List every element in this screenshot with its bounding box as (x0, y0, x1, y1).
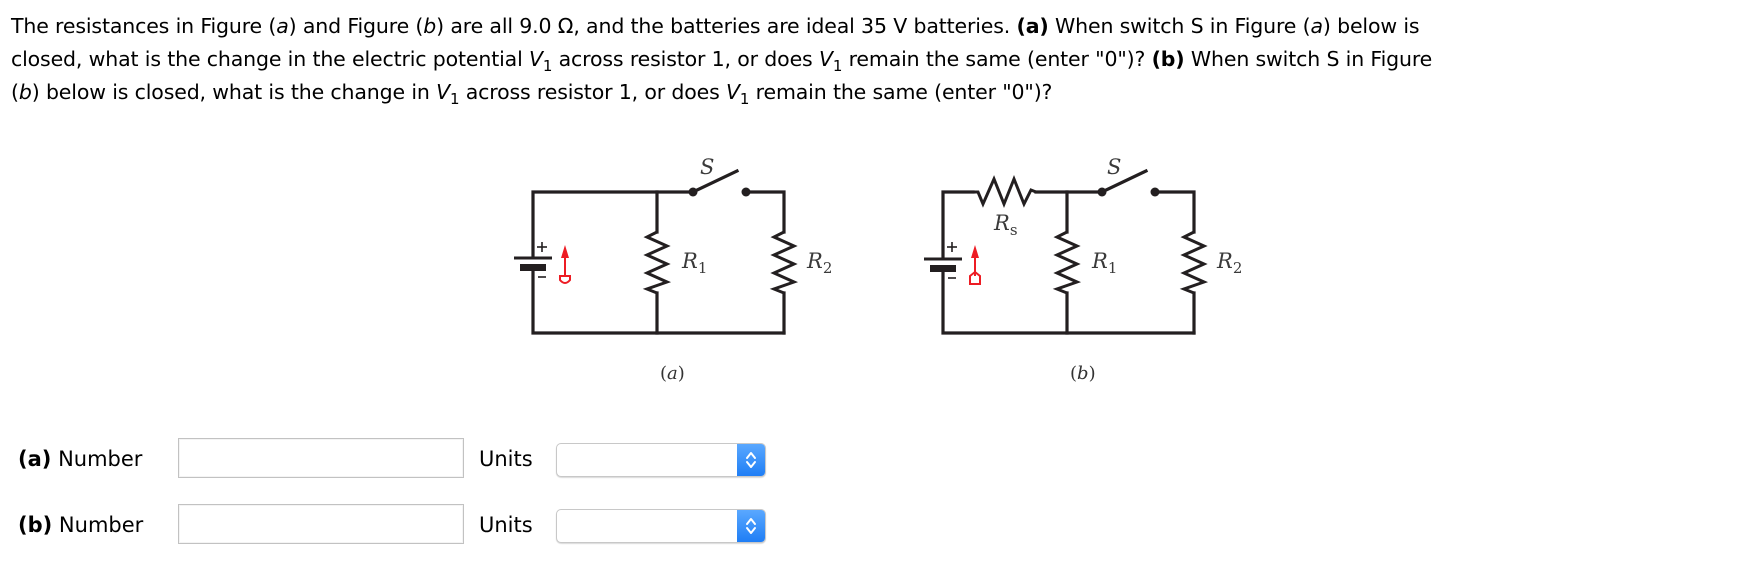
part-b-marker: (b) (1151, 47, 1185, 71)
chevron-up-down-icon[interactable] (737, 444, 765, 476)
r1-a-label: R1 (681, 249, 707, 277)
switch-b-contact-left (1097, 187, 1107, 197)
figure-b: S Rs R1 R2 (b) (924, 155, 1242, 384)
resistor-b-rs (973, 174, 1037, 209)
answer-b-units-select[interactable] (556, 509, 766, 543)
r2-b-label: R2 (1216, 249, 1242, 277)
wire-b-left-top (941, 190, 975, 258)
answer-b-units-label: Units (479, 513, 533, 537)
figure-a: S R1 R2 (a) (514, 155, 832, 384)
wire-b-left-bottom (941, 267, 1196, 335)
answer-b-label: (b) Number (18, 513, 144, 537)
r2-a-label: R2 (806, 249, 832, 277)
resistor-b-r2 (1179, 230, 1209, 295)
wire-a-r2 (744, 190, 786, 335)
answer-b-number-input[interactable] (178, 504, 464, 544)
circuit-figures: S R1 R2 (a) S Rs R1 R (514, 155, 1242, 384)
question-line-3: (b) below is closed, what is the change … (11, 80, 1053, 108)
wire-a-left-bottom (531, 267, 786, 335)
r1-b-label: R1 (1091, 249, 1117, 277)
arrow-up-icon (559, 245, 571, 284)
wire-a-left-top (531, 190, 695, 258)
switch-b-label: S (1107, 155, 1121, 179)
figure-b-caption: (b) (1070, 363, 1096, 384)
figure-a-caption: (a) (660, 363, 685, 384)
battery-a-plate-negative (520, 264, 546, 271)
switch-b-arm (1099, 168, 1149, 195)
part-a-marker: (a) (1016, 14, 1049, 38)
question-text: The resistances in Figure (a) and Figure… (11, 10, 1741, 109)
chevron-up-down-icon[interactable] (737, 510, 765, 542)
answer-a-label: (a) Number (18, 447, 143, 471)
switch-a-label: S (700, 155, 714, 179)
answer-a-units-label: Units (479, 447, 533, 471)
resistor-a-r2 (769, 230, 799, 295)
switch-a-contact-left (688, 187, 698, 197)
battery-b-plate-negative (930, 265, 956, 272)
question-line-2: closed, what is the change in the electr… (11, 47, 1433, 75)
answer-a-units-select[interactable] (556, 443, 766, 477)
wire-b-r2 (1153, 190, 1196, 335)
resistor-a-r1 (642, 230, 672, 295)
question-line-1: The resistances in Figure (a) and Figure… (11, 14, 1420, 38)
answer-a-number-input[interactable] (178, 438, 464, 478)
resistor-b-r1 (1052, 230, 1082, 295)
switch-a-arm (690, 168, 740, 195)
arrow-up-icon (969, 245, 981, 285)
rs-b-label: Rs (993, 211, 1018, 239)
